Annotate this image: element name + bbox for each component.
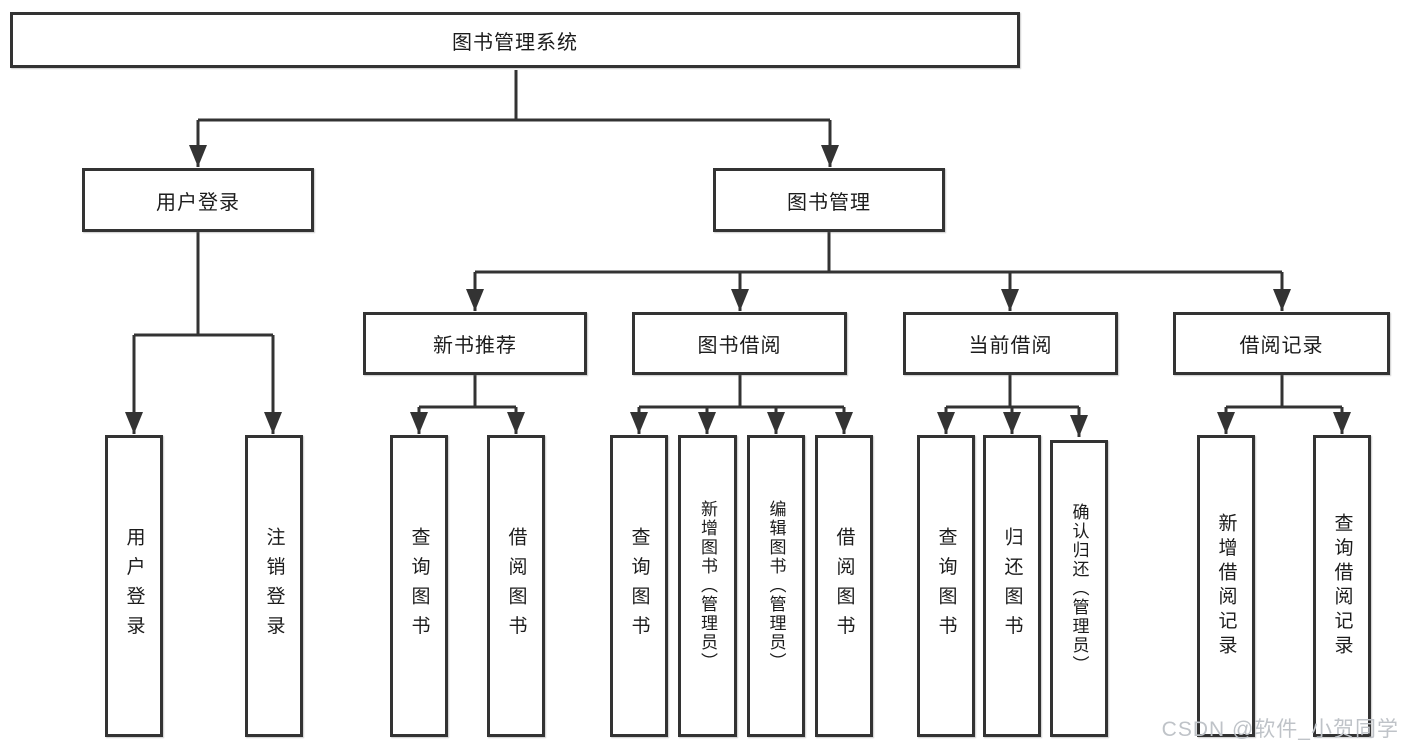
leaf-logout-login: 注销登录: [245, 435, 303, 737]
leaf-bb-borrow-books-label: 借阅图书: [833, 527, 855, 645]
node-borrow-records-label: 借阅记录: [1239, 335, 1324, 357]
node-book-borrow: 图书借阅: [632, 312, 847, 375]
wire-user-login-stem: [134, 232, 273, 337]
leaf-bb-edit-books-label: 编辑图书（管理员）: [766, 500, 786, 672]
node-book-borrow-label: 图书借阅: [697, 335, 782, 357]
wire-cb-stem: [946, 375, 1079, 409]
leaf-bb-add-books: 新增图书（管理员）: [678, 435, 737, 737]
leaf-cb-confirm-return-label: 确认归还（管理员）: [1069, 502, 1089, 675]
leaf-user-login: 用户登录: [105, 435, 163, 737]
watermark: CSDN @软件_小贺同学: [1161, 718, 1399, 741]
leaf-cb-return-books: 归还图书: [983, 435, 1041, 737]
leaf-cb-query-books: 查询图书: [917, 435, 975, 737]
leaf-bb-edit-books: 编辑图书（管理员）: [747, 435, 805, 737]
node-book-mgmt-label: 图书管理: [787, 191, 871, 214]
leaf-br-add-record: 新增借阅记录: [1197, 435, 1255, 737]
node-new-book-rec: 新书推荐: [363, 312, 587, 375]
leaf-nbr-borrow-books-label: 借阅图书: [505, 527, 527, 645]
leaf-cb-confirm-return: 确认归还（管理员）: [1050, 440, 1108, 737]
node-user-login-label: 用户登录: [156, 191, 240, 214]
leaf-cb-query-books-label: 查询图书: [935, 527, 957, 645]
node-current-borrow-label: 当前借阅: [968, 335, 1053, 357]
leaf-nbr-query-books-label: 查询图书: [408, 527, 430, 645]
leaf-cb-return-books-label: 归还图书: [1001, 527, 1023, 645]
node-current-borrow: 当前借阅: [903, 312, 1118, 375]
leaf-bb-query-books: 查询图书: [610, 435, 668, 737]
wire-br-stem: [1226, 375, 1342, 409]
leaf-logout-login-label: 注销登录: [263, 527, 285, 645]
leaf-bb-add-books-label: 新增图书（管理员）: [698, 500, 717, 672]
node-book-mgmt: 图书管理: [713, 168, 945, 232]
wire-bb-stem: [639, 375, 844, 409]
node-user-login: 用户登录: [82, 168, 314, 232]
wire-root-stem: [198, 70, 830, 122]
wire-book-mgmt-stem: [475, 232, 1282, 274]
leaf-user-login-label: 用户登录: [123, 527, 145, 645]
node-new-book-rec-label: 新书推荐: [433, 335, 517, 357]
wire-nbr-stem: [419, 375, 516, 409]
node-root: 图书管理系统: [10, 12, 1020, 68]
node-root-label: 图书管理系统: [452, 31, 578, 54]
leaf-br-query-record-label: 查询借阅记录: [1331, 513, 1353, 659]
leaf-nbr-borrow-books: 借阅图书: [487, 435, 545, 737]
leaf-br-query-record: 查询借阅记录: [1313, 435, 1371, 737]
leaf-bb-borrow-books: 借阅图书: [815, 435, 873, 737]
node-borrow-records: 借阅记录: [1173, 312, 1390, 375]
leaf-nbr-query-books: 查询图书: [390, 435, 448, 737]
leaf-br-add-record-label: 新增借阅记录: [1215, 513, 1237, 659]
leaf-bb-query-books-label: 查询图书: [628, 527, 650, 645]
